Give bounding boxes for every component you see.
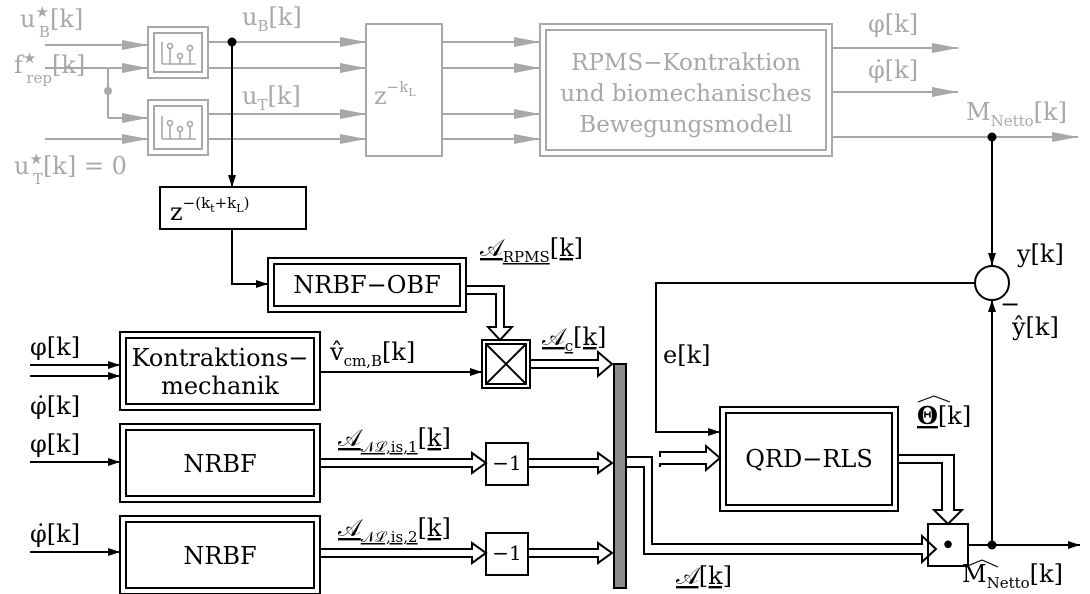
phi-input-label-2: φ[k] — [30, 430, 80, 458]
uB-label: uB[k] — [242, 3, 302, 35]
estimator-labels: z−(kt+kL) NRBF−OBF 𝒜RPMS[k] 𝒜c[k] Kontra… — [30, 194, 1064, 592]
estimator-section — [30, 37, 1080, 594]
nrbf-obf-label: NRBF−OBF — [293, 271, 440, 299]
qrd-rls-label: QRD−RLS — [745, 445, 873, 473]
gain-block-2 — [485, 532, 529, 576]
sample-hold-inner-upper — [153, 32, 203, 73]
anl1-vector-arrow — [320, 451, 488, 475]
sample-hold-inner-lower — [153, 105, 203, 150]
delay-kL-block — [365, 23, 443, 157]
a-vector-label: 𝒜[k] — [676, 562, 732, 590]
multiplier-inner — [485, 343, 527, 385]
qrd-rls-block — [719, 406, 899, 512]
ac-vector-arrow — [530, 349, 614, 379]
mnetto-label: MNetto[k] — [966, 98, 1067, 130]
mhat-hat-right — [981, 559, 999, 568]
vcm-label: v̂cm,B[k] — [329, 338, 415, 370]
qrd-rls-inner — [725, 412, 893, 506]
phi-output-label: φ[k] — [868, 10, 918, 38]
nrbf-inner-1 — [125, 429, 315, 497]
theta-hat-left — [917, 395, 935, 403]
rpms-model-inner — [545, 29, 827, 151]
error-label: e[k] — [663, 341, 710, 369]
anl2-label: 𝒜𝒩ℒ,is,2[k] — [338, 514, 451, 546]
multiplier-block — [481, 339, 531, 389]
delay-to-nrbfobf-line — [231, 229, 268, 288]
ac-label: 𝒜c[k] — [542, 323, 606, 355]
rpms-model-line-2: und biomechanisches — [560, 81, 812, 107]
kontraktion-label-2: mechanik — [161, 372, 279, 400]
frep-star-label: f★rep[k] — [14, 49, 85, 87]
rpms-model-line-1: RPMS−Kontraktion — [571, 50, 801, 76]
uT-label: uT[k] — [242, 82, 301, 114]
phidot-input-label-2: φ̇[k] — [30, 520, 80, 548]
uB-star-label: u★B[k] — [20, 3, 83, 41]
rpms-model-line-3: Bewegungsmodell — [579, 112, 792, 138]
impulse-icon-lower — [161, 116, 196, 140]
mhat-hat-left — [964, 559, 983, 568]
phidot-input-label-1: φ̇[k] — [30, 392, 80, 420]
sample-hold-block-lower — [147, 99, 209, 156]
rpms-model-block — [539, 23, 833, 157]
impulse-icon-upper — [161, 42, 196, 65]
bus-bar — [613, 363, 627, 589]
gain1-to-bus-arrow — [528, 451, 614, 475]
product-symbol: • — [940, 531, 955, 561]
error-line — [655, 282, 975, 436]
delay-kL-label: z−kL — [374, 78, 416, 110]
theta-label: Θ[k] — [917, 401, 971, 430]
a-vector-to-product-arrow — [626, 456, 938, 565]
a-vector-to-qrd-arrow — [659, 443, 722, 473]
arpms-vector-arrow — [466, 285, 515, 342]
theta-hat-right — [933, 395, 951, 403]
kontraktion-inner — [125, 337, 315, 405]
yhat-label: ŷ[k] — [1011, 313, 1059, 341]
phidot-output-label: φ̇[k] — [868, 56, 918, 84]
arpms-label: 𝒜RPMS[k] — [480, 234, 583, 266]
uT-star-label: u★T[k] = 0 — [14, 150, 127, 188]
phi-input-label-1: φ[k] — [30, 333, 80, 361]
theta-vector-arrow — [898, 454, 965, 526]
y-label: y[k] — [1016, 240, 1064, 268]
delay-kt-kL-label: z−(kt+kL) — [170, 194, 249, 226]
plant-labels: u★B[k] f★rep[k] u★T[k] = 0 uB[k] uT[k] z… — [14, 3, 1067, 188]
sample-hold-block-upper — [147, 26, 209, 79]
gain-1-label: −1 — [492, 451, 521, 475]
gain2-to-bus-arrow — [528, 541, 614, 565]
anl2-vector-arrow — [320, 541, 488, 565]
frep-junction-dot — [104, 87, 112, 95]
nrbf-block-2 — [119, 515, 321, 594]
nrbf-obf-inner — [273, 263, 461, 307]
gain-2-label: −1 — [492, 541, 521, 565]
anl1-label: 𝒜𝒩ℒ,is,1[k] — [338, 424, 451, 456]
nrbf-2-label: NRBF — [183, 542, 256, 570]
gain-block-1 — [485, 442, 529, 486]
nrbf-inner-2 — [125, 521, 315, 589]
nrbf-1-label: NRBF — [183, 450, 256, 478]
kontraktion-label-1: Kontraktions− — [132, 344, 309, 372]
minus-sign: − — [1000, 290, 1020, 318]
multiply-icon-b — [485, 343, 527, 385]
mhat-label: MNetto[k] — [962, 560, 1063, 592]
